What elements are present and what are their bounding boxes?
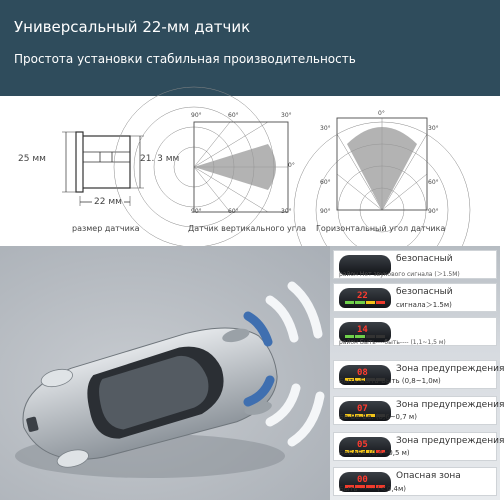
vertical-tick-right-0: 0°	[288, 162, 295, 169]
display-unit: 05	[339, 437, 391, 457]
display-distance: 22	[357, 291, 368, 301]
sensor-inner-height-label: 21. 3 мм	[140, 154, 180, 164]
display-distance: 05	[357, 440, 368, 450]
zone-note: район Нет звукового сигнала (＞1.5M)	[339, 271, 460, 278]
horizontal-tick-right-30: 30°	[428, 125, 439, 132]
page-subtitle: Простота установки стабильная производит…	[14, 52, 356, 66]
display-unit: 08	[339, 365, 391, 385]
zone-label: Зона предупреждения	[396, 364, 504, 374]
horizontal-tick-left-60: 60°	[320, 179, 331, 186]
sensor-outer-height-label: 25 мм	[18, 154, 46, 164]
diagram-row: 25 мм 21. 3 мм 22 мм размер датчика 90° …	[0, 86, 500, 299]
display-unit: 07	[339, 401, 391, 421]
zone-note: Быть-Быть-Быть (0,8~1,0м)	[339, 377, 441, 385]
header-banner: Универсальный 22-мм датчик Простота уста…	[0, 0, 500, 96]
horizontal-tick-left-30: 30°	[320, 125, 331, 132]
sensor-size-caption: размер датчика	[72, 224, 140, 233]
sensor-size-diagram	[62, 131, 144, 206]
zone-note: БеБеБе (0,4~0,5 м)	[339, 449, 410, 457]
horizontal-angle-diagram	[293, 117, 471, 299]
status-panel-1: безопасный район Нет звукового сигнала (…	[333, 250, 497, 279]
zone-note: Бе-Бе-Бе. (0,6~0,7 м)	[339, 413, 417, 421]
status-panel-4: 08 Зона предупреждения Быть-Быть-Быть (0…	[333, 360, 504, 389]
status-panel-7: 00 Опасная зона Быть ------ (＜0,4м)	[333, 467, 497, 496]
display-distance: 00	[357, 475, 368, 485]
zone-note: Быть ------ (＜0,4м)	[339, 485, 407, 493]
horizontal-angle-caption: Горизонтальный угол датчика	[316, 224, 446, 233]
status-panel-2: 22 безопасный сигнала＞1.5м)	[333, 283, 497, 312]
horizontal-tick-left-90: 90°	[320, 208, 331, 215]
display-distance: 08	[357, 368, 368, 378]
horizontal-tick-top-0: 0°	[378, 110, 385, 117]
radar-waves	[243, 281, 325, 447]
display-distance: 07	[357, 404, 368, 414]
zone-note: сигнала＞1.5м)	[396, 301, 452, 309]
horizontal-tick-right-60: 60°	[428, 179, 439, 186]
vertical-tick-top-30: 30°	[281, 112, 292, 119]
status-panel-3: 14 район Быть----быть---- (1,1~1,5 м)	[333, 317, 497, 346]
zone-label: Зона предупреждения	[396, 436, 504, 446]
display-unit: 22	[339, 288, 391, 308]
car-illustration	[15, 327, 285, 478]
sensor-width-label: 22 мм	[92, 197, 124, 207]
vertical-tick-bottom-30: 30°	[281, 208, 292, 215]
display-distance: 14	[357, 325, 368, 335]
status-panel-5: 07 Зона предупреждения Бе-Бе-Бе. (0,6~0,…	[333, 396, 504, 425]
display-unit: 14	[339, 322, 391, 342]
vertical-tick-bottom-90: 90°	[191, 208, 202, 215]
zone-note: район Быть----быть---- (1,1~1,5 м)	[339, 339, 446, 346]
zone-label: безопасный	[396, 287, 453, 297]
zone-label: Опасная зона	[396, 471, 461, 481]
vertical-angle-caption: Датчик вертикального угла	[188, 224, 306, 233]
horizontal-tick-right-90: 90°	[428, 208, 439, 215]
zone-label: Зона предупреждения	[396, 400, 504, 410]
vertical-tick-top-60: 60°	[228, 112, 239, 119]
vertical-tick-bottom-60: 60°	[228, 208, 239, 215]
vertical-angle-diagram	[113, 86, 289, 248]
status-panel-6: 05 Зона предупреждения БеБеБе (0,4~0,5 м…	[333, 432, 504, 461]
vertical-tick-top-90: 90°	[191, 112, 202, 119]
page-title: Универсальный 22-мм датчик	[14, 18, 251, 36]
display-unit	[339, 255, 391, 275]
zone-label: безопасный	[396, 254, 453, 264]
display-unit: 00	[339, 472, 391, 492]
